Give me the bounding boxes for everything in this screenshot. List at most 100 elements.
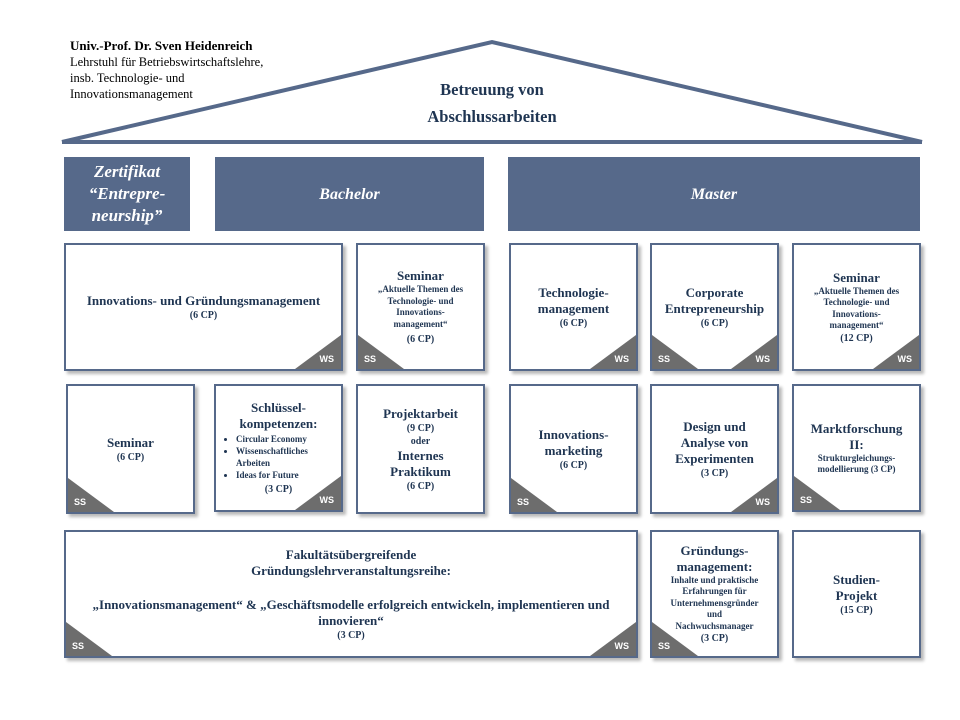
header-zertifikat-line2: “Entrepre- <box>88 184 166 203</box>
box-cp: (6 CP) <box>189 309 218 321</box>
roof-title-line1: Betreuung von <box>440 80 544 99</box>
box-cp: (9 CP) <box>406 422 435 434</box>
corner-marker <box>731 335 777 369</box>
skills-list-item: Ideas for Future <box>236 469 335 481</box>
box-cp: (6 CP) <box>559 317 588 329</box>
header-zertifikat-line1: Zertifikat <box>93 162 161 181</box>
box-title: Corporate <box>685 284 744 300</box>
box-subtitle: management“ <box>393 318 448 329</box>
box-title: Innovations- <box>538 426 609 442</box>
corner-marker <box>295 476 341 510</box>
corner-marker <box>295 335 341 369</box>
box-title: kompetenzen: <box>239 416 318 431</box>
corner-marker <box>652 622 698 656</box>
corner-marker <box>590 622 636 656</box>
box-cp: (6 CP) <box>406 480 435 492</box>
box-projektarbeit: Projektarbeit (9 CP) oder Internes Prakt… <box>356 384 485 514</box>
box-title: Projektarbeit <box>383 405 458 421</box>
corner-marker <box>68 478 114 512</box>
semester-label: WS <box>319 354 335 364</box>
box-cp: (6 CP) <box>559 459 588 471</box>
author-info: Univ.-Prof. Dr. Sven Heidenreich Lehrstu… <box>70 38 263 102</box>
corner-marker <box>794 476 840 510</box>
box-title: marketing <box>544 442 603 458</box>
box-cp: (3 CP) <box>700 467 729 479</box>
author-chair-line1: Lehrstuhl für Betriebswirtschaftslehre, <box>70 55 264 69</box>
skills-list: Circular Economy Wissenschaftliches Arbe… <box>222 433 335 481</box>
box-title: Schlüssel- <box>251 400 306 415</box>
box-title: Design und <box>683 418 746 434</box>
box-subtitle: Innovations- <box>396 307 445 317</box>
box-subtitle: Nachwuchsmanager <box>675 620 754 631</box>
box-title: management <box>537 300 610 316</box>
author-chair-line3: Innovationsmanagement <box>70 87 193 101</box>
header-zertifikat-line3: neurship” <box>91 206 163 225</box>
author-name: Univ.-Prof. Dr. Sven Heidenreich <box>70 38 253 53</box>
corner-marker <box>652 335 698 369</box>
box-title: Projekt <box>835 587 878 603</box>
box-subtitle: Technologie- und <box>387 295 454 306</box>
semester-label: SS <box>800 495 813 505</box>
roof-title-line2: Abschlussarbeiten <box>427 107 557 126</box>
box-subtitle: „Aktuelle Themen des <box>377 284 464 294</box>
box-subtitle: und <box>706 609 723 620</box>
box-cp: (3 CP) <box>700 633 729 645</box>
box-title: Marktforschung <box>810 420 903 436</box>
box-gruendungsmanagement: Gründungs- management: Inhalte und prakt… <box>650 530 779 658</box>
skills-list-item: Circular Economy <box>236 433 335 445</box>
semester-label: SS <box>517 497 530 507</box>
box-cp: (3 CP) <box>264 484 293 495</box>
box-subtitle: Erfahrungen für <box>682 586 747 597</box>
box-title: Praktikum <box>390 463 451 479</box>
box-innovations-gruendungsmanagement: Innovations- und Gründungsmanagement (6 … <box>64 243 343 371</box>
header-master: Master <box>508 157 920 231</box>
box-title: Technologie- <box>538 284 609 300</box>
box-corporate-entrepreneurship: Corporate Entrepreneurship (6 CP) SS WS <box>650 243 779 371</box>
corner-marker <box>873 335 919 369</box>
box-cp: (6 CP) <box>116 451 145 463</box>
box-innovationsmarketing: Innovations- marketing (6 CP) SS <box>509 384 638 514</box>
box-technologie-management: Technologie- management (6 CP) WS <box>509 243 638 371</box>
semester-label: WS <box>614 354 630 364</box>
box-subtitle: Technologie- und <box>823 297 890 307</box>
semester-label: WS <box>755 497 771 507</box>
semester-label: WS <box>319 495 335 505</box>
box-title: Studien- <box>833 571 880 587</box>
box-cp: (6 CP) <box>700 317 729 329</box>
box-subtitle: „Aktuelle Themen des <box>813 285 900 296</box>
box-title: II: <box>849 436 864 452</box>
corner-marker <box>358 335 404 369</box>
box-seminar-master: Seminar „Aktuelle Themen des Technologie… <box>792 243 921 371</box>
box-title: Entrepreneurship <box>664 300 765 316</box>
box-subtitle: modellierung (3 CP) <box>817 464 896 474</box>
semester-label: SS <box>72 641 85 651</box>
box-design-analyse: Design und Analyse von Experimenten (3 C… <box>650 384 779 514</box>
box-seminar-bachelor: Seminar „Aktuelle Themen des Technologie… <box>356 243 485 371</box>
box-title: Experimenten <box>675 450 754 466</box>
box-title: Seminar <box>397 268 444 283</box>
box-title: Internes <box>397 447 444 463</box>
box-seminar-zertifikat: Seminar (6 CP) SS <box>66 384 195 514</box>
box-subtitle: Unternehmensgründer <box>670 597 759 608</box>
box-subtitle: „Innovationsmanagement“ & „Geschäftsmode… <box>92 596 610 612</box>
box-subtitle: innovieren“ <box>318 612 384 628</box>
box-marktforschung: Marktforschung II: Strukturgleichungs- m… <box>792 384 921 512</box>
roof-title: Betreuung von Abschlussarbeiten <box>392 76 592 130</box>
semester-label: SS <box>74 497 87 507</box>
skills-list-item: Wissenschaftliches Arbeiten <box>236 445 335 469</box>
box-title: Gründungslehrveranstaltungsreihe: <box>251 562 451 578</box>
box-subtitle: management“ <box>829 320 884 330</box>
semester-label: SS <box>658 354 671 364</box>
roof-shape <box>61 39 923 144</box>
box-title: Analyse von <box>680 434 749 450</box>
box-cp: (3 CP) <box>337 629 365 641</box>
box-fakultaetsuebergreifend: Fakultätsübergreifende Gründungslehrvera… <box>64 530 638 658</box>
corner-marker <box>511 478 557 512</box>
header-zertifikat: Zertifikat “Entrepre- neurship” <box>64 157 190 231</box>
box-cp: (12 CP) <box>840 332 873 344</box>
box-or: oder <box>410 435 431 447</box>
semester-label: WS <box>614 641 630 651</box>
box-subtitle: Inhalte und praktische <box>670 574 759 585</box>
box-title: management: <box>676 558 753 574</box>
author-chair-line2: insb. Technologie- und <box>70 71 185 85</box>
